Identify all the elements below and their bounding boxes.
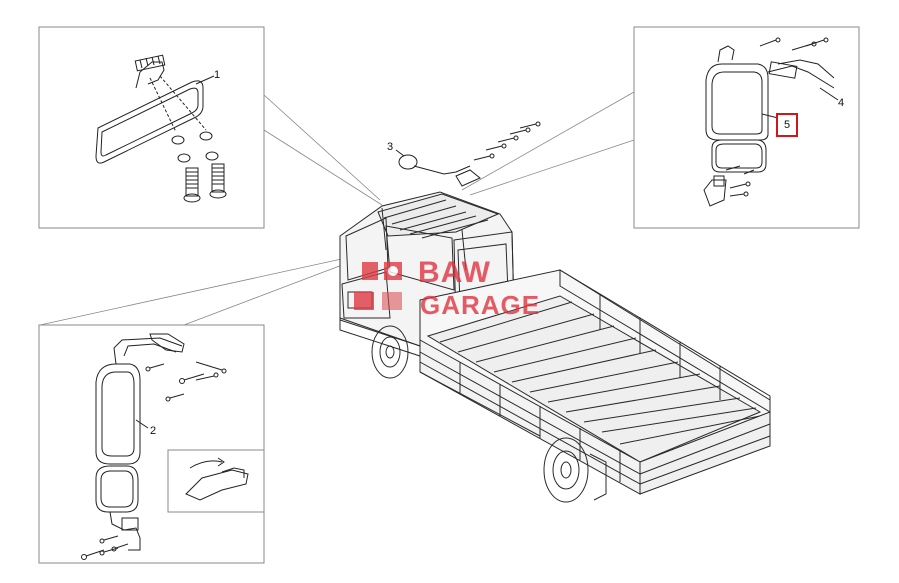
truck-drawing [339,191,771,503]
leader-lines [39,91,635,326]
callout-2: 2 [150,425,157,437]
watermark-wrench-icon [362,262,378,280]
watermark-subtitle: GARAGE [420,290,541,320]
watermark-brand: BAW [418,256,491,289]
right-mirror-drawing [703,37,839,207]
interior-mirror-drawing [95,54,227,203]
part-3-bolts [473,121,541,161]
rear-posts [599,294,721,400]
panel-left-mirror [38,324,265,564]
panel-interior-mirror [38,26,265,229]
part-3-drawing [395,121,541,187]
side-posts [459,362,621,482]
watermark-car-icon [354,292,374,310]
watermark-tools-icon [382,292,402,310]
inset-detail-box [167,449,265,513]
callout-5-highlighted: 5 [776,113,798,137]
callout-4: 4 [838,97,845,109]
watermark-icon-group [354,262,402,310]
bed-slats [439,301,761,445]
callout-1: 1 [214,69,221,81]
left-mirror-drawing [81,333,265,560]
panel-right-mirror [633,26,860,229]
callout-3: 3 [387,141,394,153]
